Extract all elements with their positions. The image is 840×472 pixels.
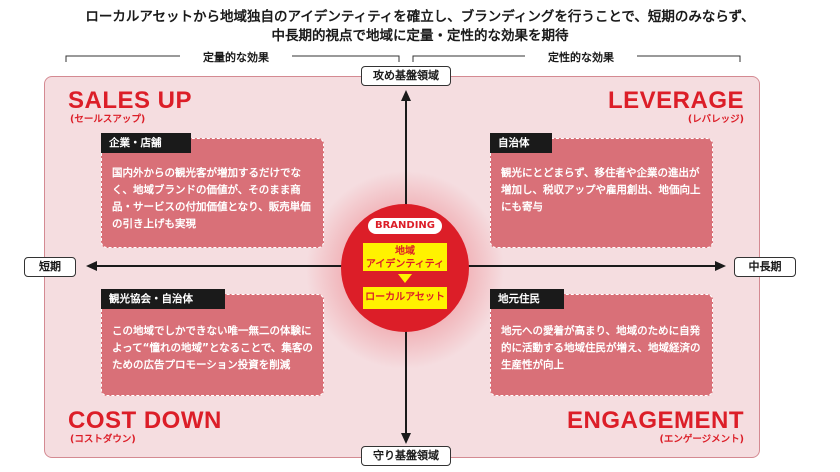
cost-down-title: COST DOWN [68, 407, 222, 434]
card-leverage-body: 観光にとどまらず、移住者や企業の進出が増加し、税収アップや雇用創出、地価向上にも… [501, 167, 701, 213]
tag-business: 企業・店舗 [101, 133, 191, 153]
down-triangle-icon [398, 274, 412, 283]
card-engagement-body: 地元への愛着が高まり、地域のために自発的に活動する地域住民が増え、地域経済の生産… [501, 325, 701, 371]
quantitative-label: 定量的な効果 [180, 49, 292, 65]
arrow-down-icon [401, 433, 411, 444]
arrow-right-icon [715, 261, 726, 271]
header-line-1: ローカルアセットから地域独自のアイデンティティを確立し、ブランディングを行うこと… [85, 9, 755, 25]
engagement-subtitle: (エンゲージメント) [659, 434, 745, 445]
engagement-title: ENGAGEMENT [566, 407, 744, 434]
identity-line-1: 地域 [395, 246, 415, 257]
axis-top-label: 攻め基盤領域 [361, 66, 451, 86]
axis-left-label: 短期 [24, 257, 76, 277]
tag-tourism-association: 観光協会・自治体 [101, 289, 225, 309]
card-cost-down-body: この地域でしかできない唯一無二の体験によって“憧れの地域”となることで、集客のた… [112, 325, 313, 371]
sales-up-subtitle: (セールスアップ) [70, 114, 146, 125]
identity-box: 地域 アイデンティティ [362, 242, 448, 272]
branding-badge: BRANDING [368, 218, 442, 234]
sales-up-title: SALES UP [68, 87, 193, 114]
header-line-2: 中長期的視点で地域に定量・定性的な効果を期待 [271, 28, 569, 44]
cost-down-subtitle: (コストダウン) [70, 434, 136, 445]
leverage-title: LEVERAGE [607, 87, 744, 114]
local-asset-box: ローカルアセット [362, 286, 448, 310]
identity-line-2: アイデンティティ [365, 259, 445, 270]
tag-local-residents: 地元住民 [490, 289, 564, 309]
axis-right-label: 中長期 [734, 257, 796, 277]
leverage-subtitle: (レバレッジ) [687, 114, 744, 125]
card-sales-up: 国内外からの観光客が増加するだけでなく、地域ブランドの価値が、そのまま商品・サー… [101, 138, 324, 248]
card-sales-up-body: 国内外からの観光客が増加するだけでなく、地域ブランドの価値が、そのまま商品・サー… [112, 167, 311, 230]
card-engagement: 地元への愛着が高まり、地域のために自発的に活動する地域住民が増え、地域経済の生産… [490, 294, 713, 396]
axis-bottom-label: 守り基盤領域 [361, 446, 451, 466]
card-leverage: 観光にとどまらず、移住者や企業の進出が増加し、税収アップや雇用創出、地価向上にも… [490, 138, 713, 248]
arrow-left-icon [86, 261, 97, 271]
card-cost-down: この地域でしかできない唯一無二の体験によって“憧れの地域”となることで、集客のた… [101, 294, 324, 396]
arrow-up-icon [401, 90, 411, 101]
tag-municipality: 自治体 [490, 133, 552, 153]
qualitative-label: 定性的な効果 [525, 49, 637, 65]
